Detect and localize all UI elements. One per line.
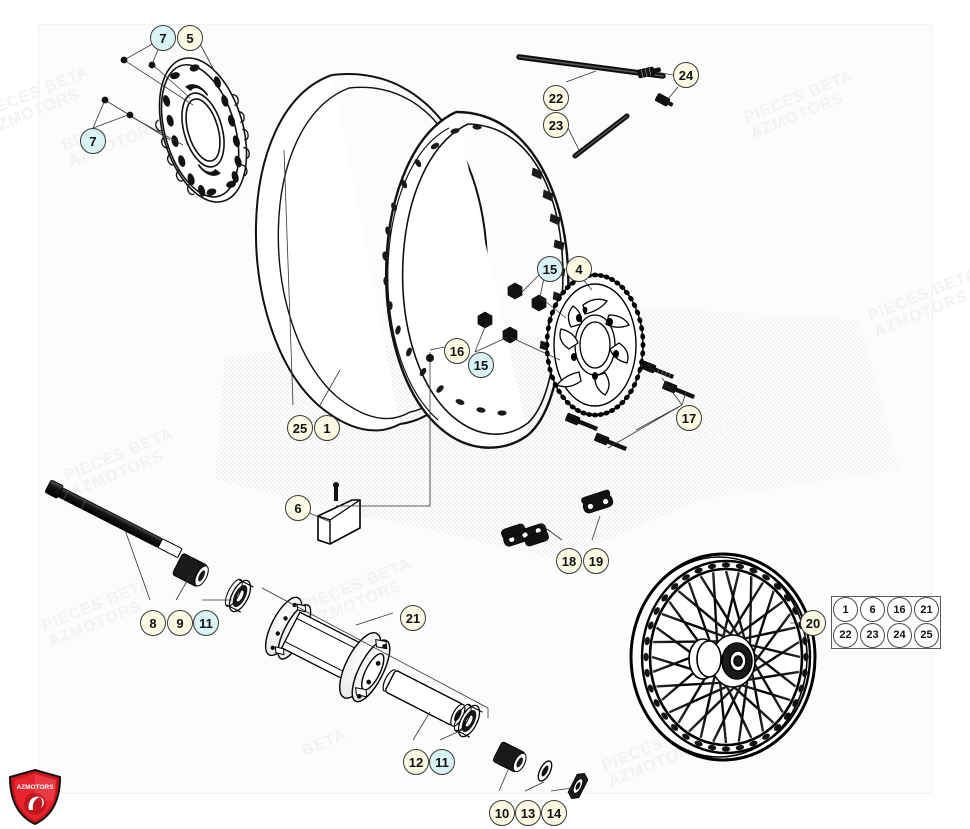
- callout-washer-16[interactable]: 16: [444, 338, 470, 364]
- callout-brake-disc-bolt-7[interactable]: 7: [150, 25, 176, 51]
- spacer-part-9: [172, 553, 209, 587]
- callout-complete-wheel-20[interactable]: 20: [800, 610, 826, 636]
- callout-tyre-25[interactable]: 25: [287, 415, 313, 441]
- callout-spoke-long-22[interactable]: 22: [543, 85, 569, 111]
- callout-wheel-hub-21[interactable]: 21: [400, 605, 426, 631]
- axle-nut-part: [567, 773, 589, 799]
- callout-outer-spacer-10[interactable]: 10: [489, 800, 515, 826]
- valve-hole-marker: [426, 354, 434, 362]
- callout-rim-band-valve-6[interactable]: 6: [285, 495, 311, 521]
- rear-sprocket-part: [544, 272, 646, 418]
- sprocket-fastener-parts: [429, 267, 567, 361]
- leaders-lower-group: [412, 711, 573, 792]
- leaders-nipple: [655, 71, 679, 100]
- callout-spoke-nipple-24[interactable]: 24: [673, 62, 699, 88]
- legend-item-23[interactable]: 23: [860, 622, 885, 648]
- complete-wheel-part: [629, 552, 817, 762]
- callout-sprocket-bolt-17[interactable]: 17: [676, 405, 702, 431]
- callout-chain-link-18[interactable]: 18: [556, 548, 582, 574]
- legend-item-22[interactable]: 22: [833, 622, 858, 648]
- leaders-hub: [261, 587, 489, 718]
- legend-item-6[interactable]: 6: [860, 597, 885, 623]
- inner-spacer-part: [382, 669, 466, 727]
- legend-item-25[interactable]: 25: [914, 622, 939, 648]
- callout-chain-master-link-19[interactable]: 19: [583, 548, 609, 574]
- spoke-nipple-parts: [637, 66, 674, 107]
- brake-disc-bolts: [101, 56, 156, 119]
- callout-washer-13[interactable]: 13: [515, 800, 541, 826]
- azmotors-logo: AZMOTORS: [8, 768, 62, 826]
- bearing-part-11b: [453, 703, 483, 738]
- callout-wheel-axle-8[interactable]: 8: [140, 610, 166, 636]
- wheel-hub-part: [264, 596, 391, 703]
- legend-item-1[interactable]: 1: [833, 597, 858, 623]
- logo-text: AZMOTORS: [16, 784, 54, 791]
- rim-band-part: [317, 482, 361, 545]
- chain-link-parts: [501, 489, 614, 547]
- callout-inner-spacer-12[interactable]: 12: [403, 749, 429, 775]
- outer-spacer-part: [492, 741, 527, 773]
- legend-item-24[interactable]: 24: [887, 622, 912, 648]
- legend-item-21[interactable]: 21: [914, 597, 939, 623]
- sprocket-bolt-parts: [565, 360, 696, 452]
- callout-spoke-short-23[interactable]: 23: [543, 112, 569, 138]
- callout-bearing-11[interactable]: 11: [193, 610, 219, 636]
- brake-disc-part: [155, 57, 250, 203]
- leaders-spokes: [563, 70, 597, 151]
- callout-sprocket-nut-15[interactable]: 15: [537, 256, 563, 282]
- leaders-rim-tyre: [283, 149, 341, 406]
- callout-rear-sprocket-4[interactable]: 4: [566, 256, 592, 282]
- callout-brake-disc-bolt-7[interactable]: 7: [80, 128, 106, 154]
- callout-bearing-11[interactable]: 11: [429, 749, 455, 775]
- callout-spacer-9[interactable]: 9: [167, 610, 193, 636]
- callout-brake-disc-5[interactable]: 5: [177, 25, 203, 51]
- legend-item-16[interactable]: 16: [887, 597, 912, 623]
- wheel-axle-part: [45, 480, 183, 558]
- callout-rim-1[interactable]: 1: [314, 415, 340, 441]
- callout-sprocket-nut-15[interactable]: 15: [468, 352, 494, 378]
- leaders-axle-group: [124, 529, 232, 601]
- bearing-part-11a: [224, 578, 254, 613]
- washer-part: [537, 760, 553, 782]
- callout-axle-nut-14[interactable]: 14: [541, 800, 567, 826]
